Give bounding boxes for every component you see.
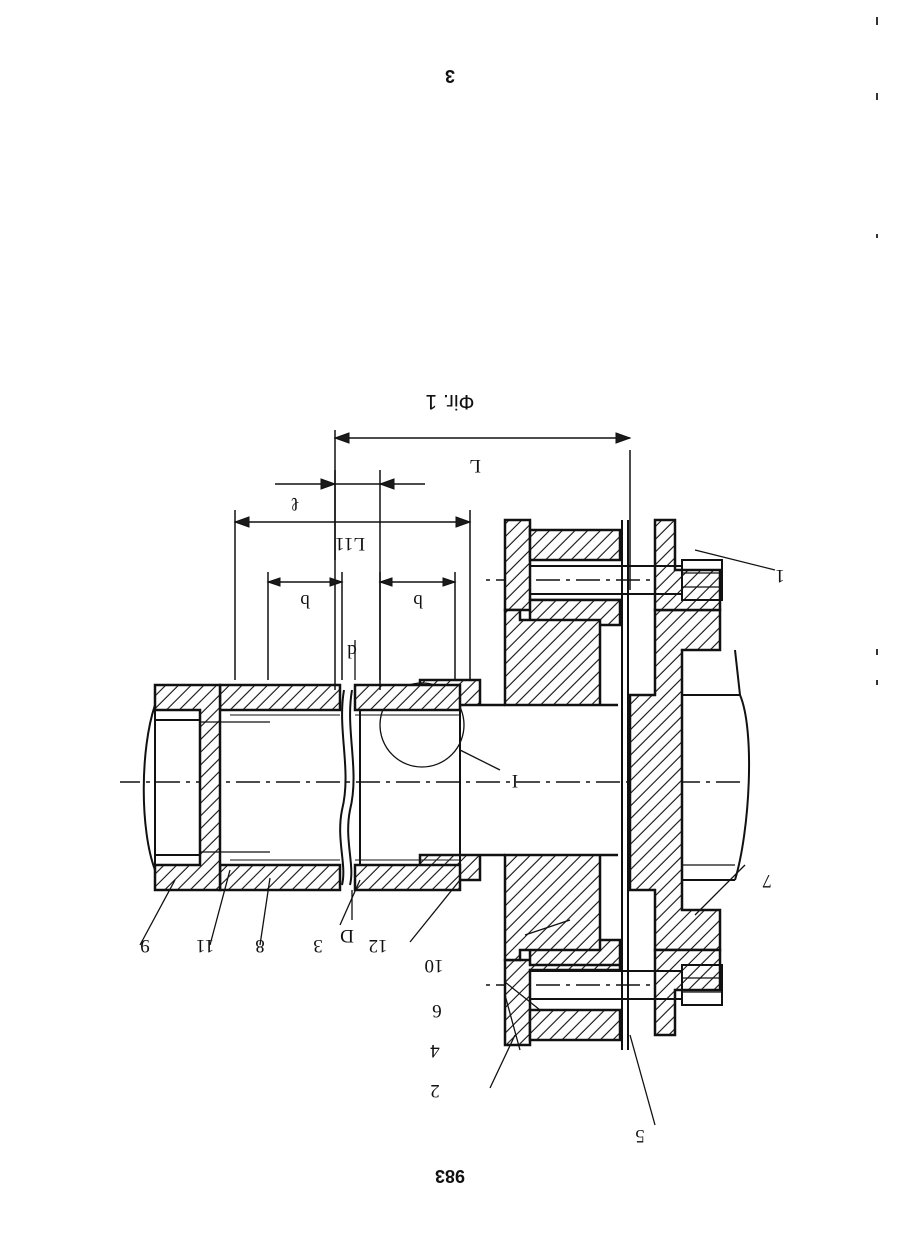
- part-label-4: 4: [430, 1040, 440, 1061]
- hub-body-upper: [505, 610, 618, 705]
- svg-text:L11: L11: [335, 533, 365, 554]
- elastic-block-bottom: [530, 1010, 620, 1040]
- driven-shaft-tube: [155, 710, 200, 865]
- detail-leader: [460, 750, 500, 770]
- shaft-notch: [675, 865, 735, 880]
- svg-text:ℓ: ℓ: [290, 493, 299, 514]
- hub-body: [505, 855, 618, 960]
- part-label-5: 5: [635, 1125, 645, 1146]
- part-label-7: 7: [762, 870, 772, 891]
- svg-text:b: b: [413, 590, 423, 611]
- scan-specks: [876, 17, 878, 685]
- elastic-block-top: [530, 530, 620, 560]
- part-label-12: 12: [369, 935, 388, 956]
- dimension-b-right: b: [380, 572, 455, 680]
- main-flange: [630, 610, 720, 950]
- part-label-8: 8: [255, 935, 265, 956]
- dimension-D: D: [340, 925, 354, 946]
- part-label-9: 9: [140, 935, 150, 956]
- svg-text:b: b: [300, 590, 310, 611]
- svg-text:L: L: [469, 455, 481, 476]
- gap-wave-2: [340, 690, 345, 885]
- dimension-b-left: b: [268, 572, 342, 680]
- part-label-11: 11: [196, 935, 214, 956]
- detail-label: I: [512, 770, 518, 791]
- part-label-6: 6: [432, 1000, 442, 1021]
- page-number-bottom: 983: [435, 1166, 465, 1186]
- coupling-cross-section: I: [120, 430, 785, 1146]
- sleeve-right-top: [355, 685, 460, 710]
- sleeve-left-bottom: [220, 865, 340, 890]
- sleeve-right-bottom: [355, 865, 460, 890]
- sleeve-right-bore: [360, 710, 460, 865]
- page-number-top: 3: [445, 66, 455, 86]
- driven-shaft: [155, 685, 220, 890]
- driven-shaft-end: [144, 705, 155, 870]
- part-label-3: 3: [313, 935, 323, 956]
- figure-caption: Фіг. 1: [425, 390, 474, 413]
- sleeve-left-top: [220, 685, 340, 710]
- gap-wave: [348, 690, 353, 885]
- part-label-10: 10: [425, 955, 444, 976]
- part-label-2: 2: [430, 1080, 440, 1101]
- part-label-1: 1: [775, 565, 785, 586]
